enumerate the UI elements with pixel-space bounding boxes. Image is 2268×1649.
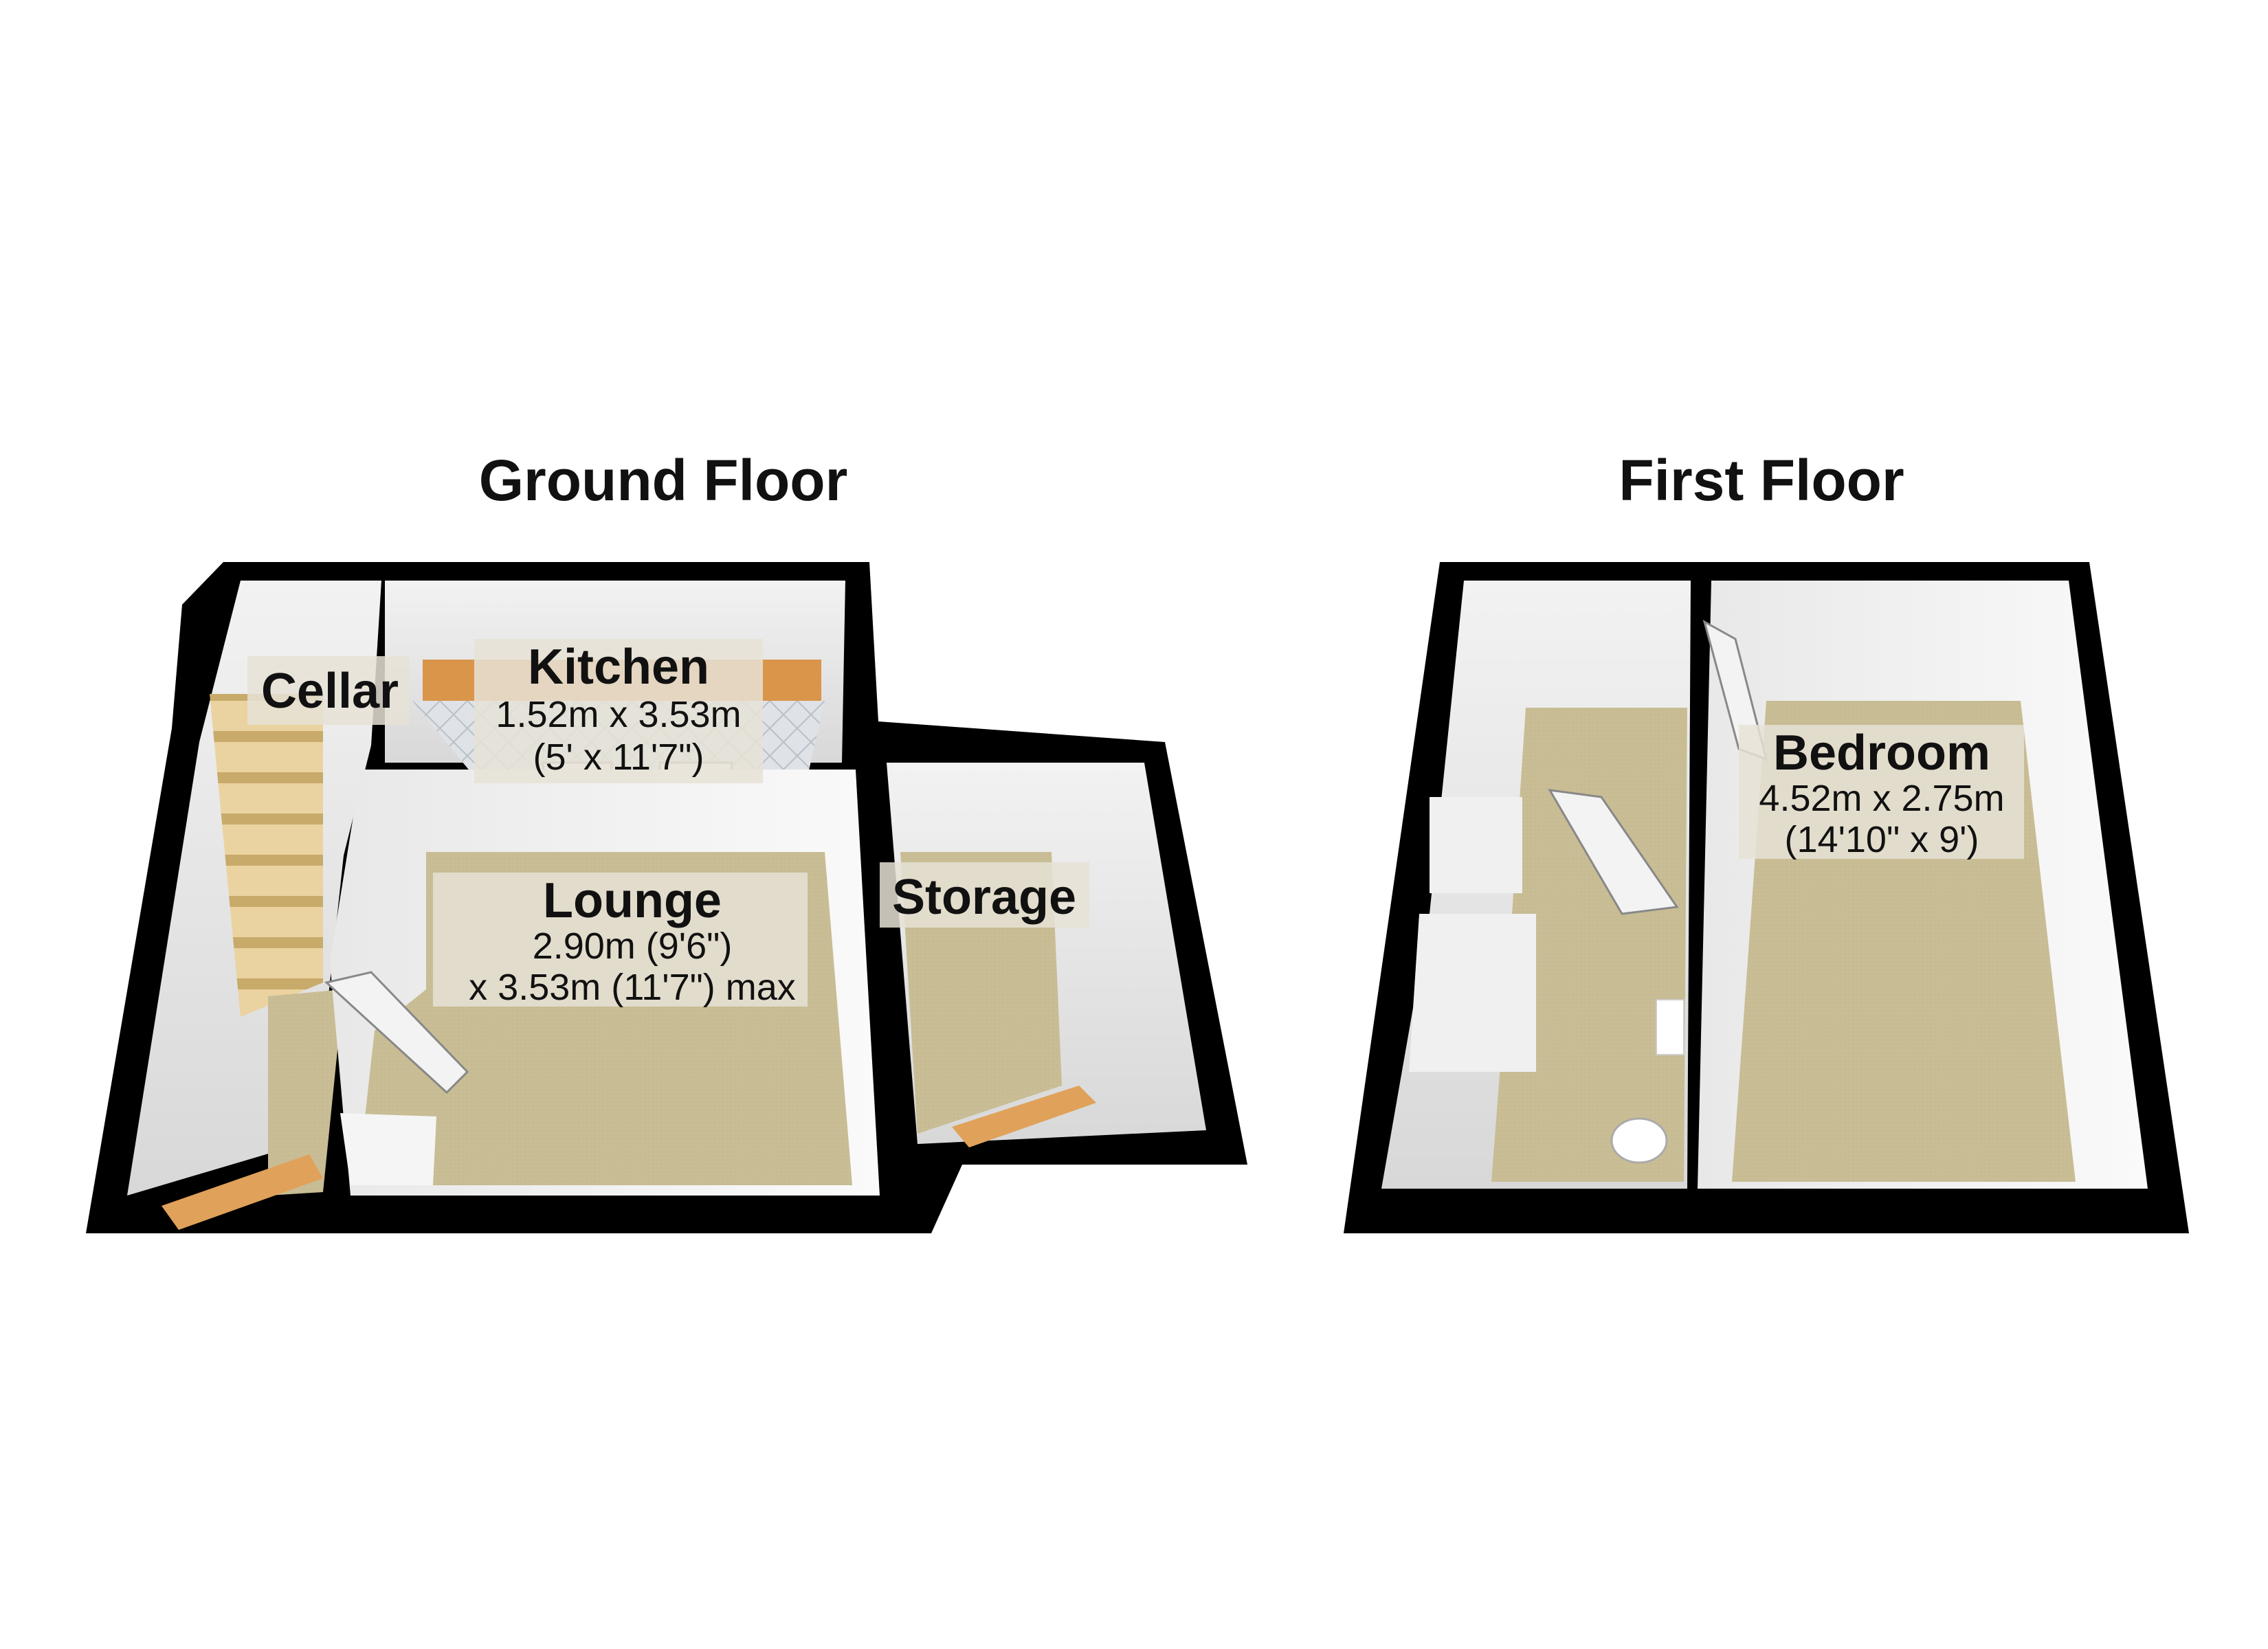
ground-floor-title: Ground Floor [479, 448, 848, 513]
first-floor-title: First Floor [1619, 448, 1904, 513]
bedroom-dimensions-metric: 4.52m x 2.75m [1759, 778, 2004, 819]
storage-label-bg [880, 862, 1089, 928]
storage-name: Storage [892, 870, 1076, 925]
bedroom-dimensions-imperial: (14'10" x 9') [1785, 819, 1979, 860]
staircase [210, 694, 323, 1017]
ground-floor-plan: Ground Floor [86, 448, 1247, 1233]
door-storage[interactable] [952, 1086, 1096, 1147]
lounge-name: Lounge [543, 873, 722, 928]
sink [1656, 999, 1685, 1055]
bedroom-name: Bedroom [1773, 726, 1990, 781]
window-lounge [324, 971, 469, 1095]
kitchen-dimensions-imperial: (5' x 11'7") [533, 737, 704, 778]
lounge-dimensions-width: 2.90m (9'6") [533, 926, 733, 967]
first-floor-plan: First Floor Bedroom 4.52m x 2.75m (14'10… [1344, 448, 2189, 1233]
bedroom-label-bg [1739, 725, 2024, 859]
toilet [1610, 1117, 1668, 1164]
door-front[interactable] [162, 1154, 323, 1230]
room-landing-bathroom [1381, 581, 1691, 1189]
radiator [340, 1113, 436, 1185]
kitchen-dimensions-metric: 1.52m x 3.53m [496, 694, 741, 735]
cellar-name: Cellar [261, 664, 399, 719]
door-landing[interactable] [1548, 789, 1679, 915]
lounge-dimensions-length: x 3.53m (11'7") max [469, 967, 796, 1008]
kitchen-label-bg [474, 639, 763, 783]
lounge-label-bg [433, 873, 808, 1007]
room-cellar [127, 581, 381, 1230]
room-bedroom [1698, 581, 2148, 1189]
cellar-label-bg [247, 656, 409, 725]
kitchen-name: Kitchen [528, 640, 709, 695]
